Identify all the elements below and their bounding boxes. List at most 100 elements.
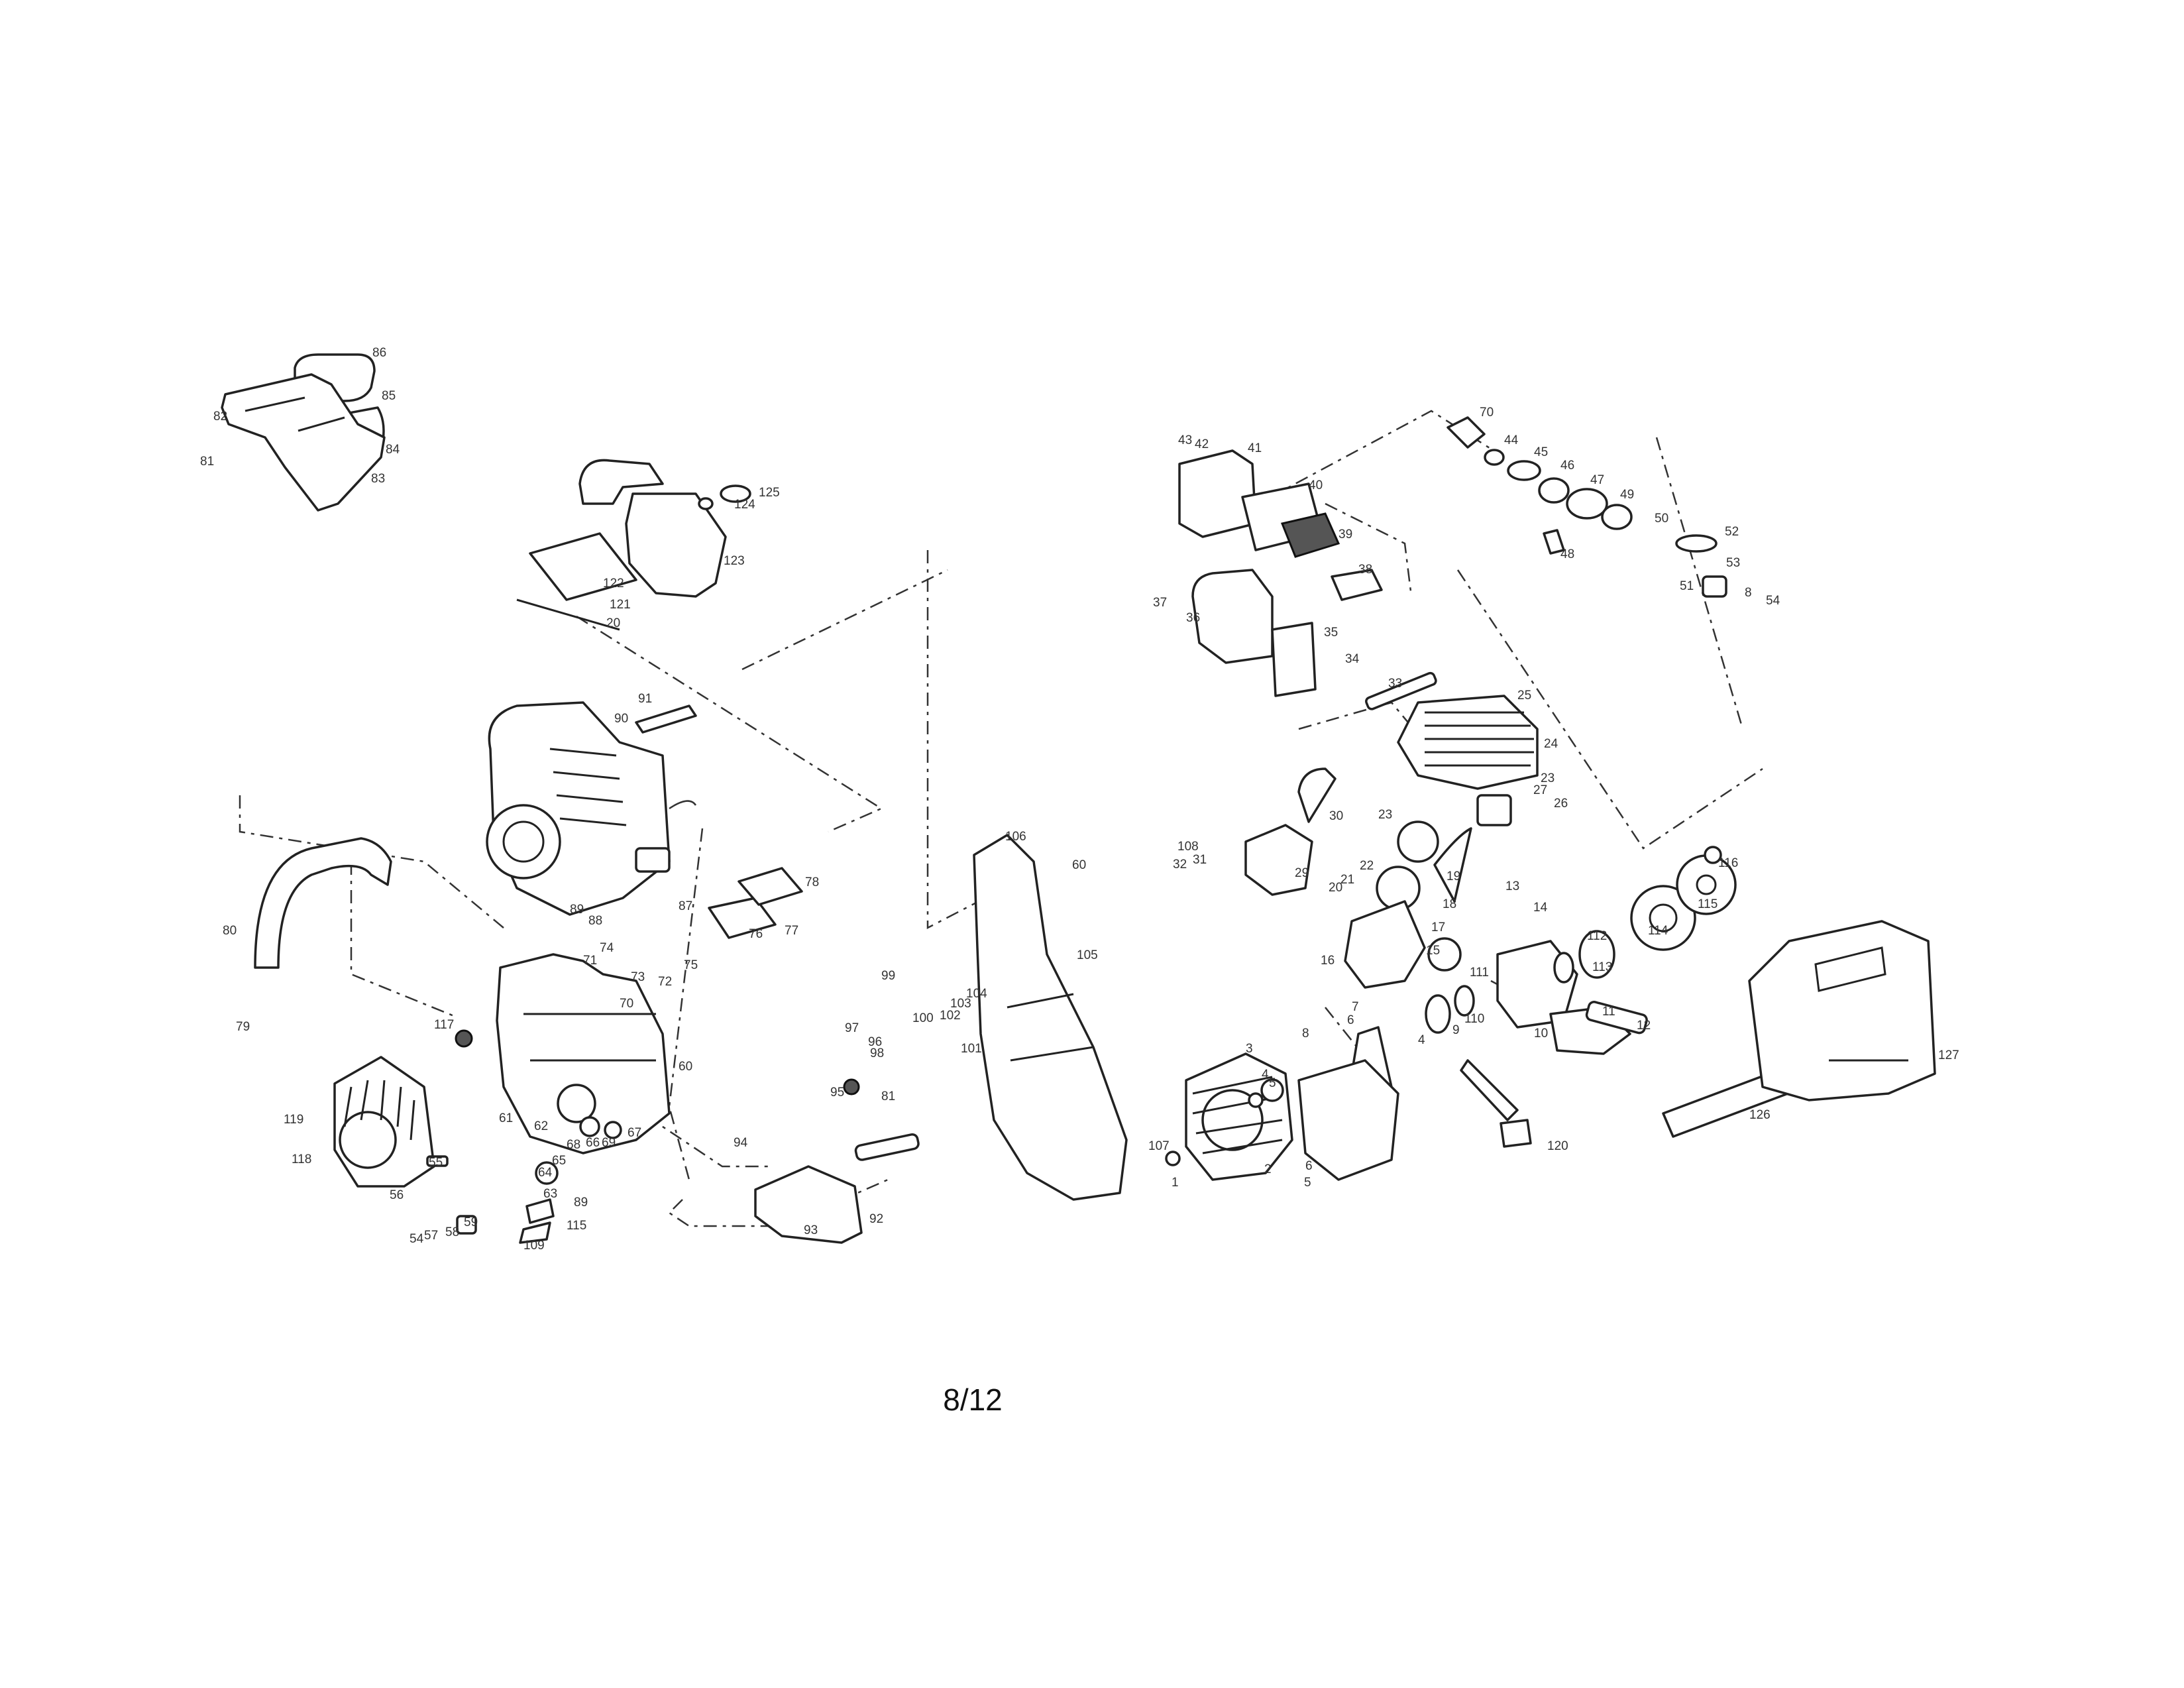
callout-91: 91 xyxy=(638,692,652,706)
callout-54: 54 xyxy=(410,1232,424,1246)
callout-4-b: 4 xyxy=(1418,1033,1425,1047)
callout-6-b: 6 xyxy=(1305,1159,1313,1173)
callout-20: 20 xyxy=(606,616,620,630)
callout-21: 21 xyxy=(1340,873,1354,887)
callout-40: 40 xyxy=(1309,478,1323,492)
callout-69: 69 xyxy=(602,1136,616,1150)
callout-68: 68 xyxy=(567,1138,580,1152)
callout-88: 88 xyxy=(588,914,602,928)
callout-112: 112 xyxy=(1587,929,1607,943)
callout-8-b: 8 xyxy=(1745,586,1752,600)
callout-49: 49 xyxy=(1620,488,1634,502)
carburetor-box xyxy=(1244,767,1337,896)
callout-13: 13 xyxy=(1505,879,1519,893)
callout-20-b: 20 xyxy=(1329,881,1342,895)
starter-housing xyxy=(333,1056,435,1188)
callout-122: 122 xyxy=(603,577,624,591)
callout-100: 100 xyxy=(912,1011,934,1025)
callout-82: 82 xyxy=(213,410,227,423)
callout-98: 98 xyxy=(870,1046,884,1060)
callout-23: 23 xyxy=(1541,771,1555,785)
callout-94: 94 xyxy=(734,1136,748,1150)
callout-93: 93 xyxy=(804,1223,818,1237)
callout-9: 9 xyxy=(1452,1023,1460,1037)
callout-55: 55 xyxy=(429,1156,443,1170)
callout-124: 124 xyxy=(734,498,755,512)
callout-120: 120 xyxy=(1547,1139,1568,1153)
callout-67: 67 xyxy=(628,1126,641,1140)
callout-26: 26 xyxy=(1554,797,1568,811)
callout-29: 29 xyxy=(1295,866,1309,880)
callout-36: 36 xyxy=(1186,611,1200,625)
callout-25: 25 xyxy=(1517,689,1531,703)
callout-51: 51 xyxy=(1680,579,1694,593)
callout-78: 78 xyxy=(805,875,819,889)
callout-45: 45 xyxy=(1534,445,1548,459)
callout-118: 118 xyxy=(292,1153,311,1166)
callout-52: 52 xyxy=(1725,525,1739,539)
callout-81-b: 81 xyxy=(881,1090,895,1103)
callout-16: 16 xyxy=(1321,954,1335,968)
callout-72: 72 xyxy=(658,975,672,989)
fuel-pump-chain xyxy=(1447,416,1727,598)
clutch-cover xyxy=(754,1078,920,1244)
callout-39: 39 xyxy=(1338,528,1352,541)
callout-59: 59 xyxy=(464,1215,478,1229)
front-handle-bar xyxy=(254,837,392,969)
callout-119: 119 xyxy=(284,1113,303,1127)
small-hardware-left xyxy=(426,1116,622,1244)
callout-32: 32 xyxy=(1173,858,1187,872)
callout-15: 15 xyxy=(1426,944,1440,958)
callout-96: 96 xyxy=(868,1035,882,1049)
callout-101: 101 xyxy=(961,1042,982,1056)
page-number: 8/12 xyxy=(943,1382,1003,1417)
callout-108: 108 xyxy=(1177,840,1199,854)
oil-pump-group xyxy=(1425,930,1648,1055)
callout-89-b: 89 xyxy=(574,1196,588,1210)
callout-99: 99 xyxy=(881,969,895,983)
callout-85: 85 xyxy=(382,389,396,403)
flywheel xyxy=(1165,1052,1293,1181)
callout-126: 126 xyxy=(1749,1108,1771,1122)
callout-58: 58 xyxy=(445,1225,459,1239)
callout-1: 1 xyxy=(1172,1176,1179,1190)
callout-95: 95 xyxy=(830,1086,844,1099)
callout-35: 35 xyxy=(1324,626,1338,640)
callout-79: 79 xyxy=(236,1020,250,1034)
clip-bracket xyxy=(708,867,803,939)
callout-50: 50 xyxy=(1655,512,1668,526)
callout-90: 90 xyxy=(614,712,628,726)
muffler-shroud xyxy=(1178,449,1383,697)
callout-109: 109 xyxy=(523,1239,545,1253)
clutch-drum xyxy=(1630,846,1737,951)
callout-19: 19 xyxy=(1447,870,1460,883)
callout-66: 66 xyxy=(586,1136,600,1150)
callout-74: 74 xyxy=(600,941,614,955)
callout-86: 86 xyxy=(372,346,386,360)
callout-63: 63 xyxy=(543,1187,557,1201)
callout-3: 3 xyxy=(1246,1042,1253,1056)
callout-123: 123 xyxy=(724,554,745,568)
callout-76: 76 xyxy=(749,927,763,941)
callout-116: 116 xyxy=(1718,856,1738,870)
callout-115: 115 xyxy=(567,1219,586,1233)
callout-70-b: 70 xyxy=(1480,406,1494,420)
callout-77: 77 xyxy=(785,924,798,938)
callout-102: 102 xyxy=(940,1009,961,1023)
callout-56: 56 xyxy=(390,1188,404,1202)
callout-107: 107 xyxy=(1148,1139,1170,1153)
callout-22: 22 xyxy=(1360,859,1374,873)
callout-81: 81 xyxy=(200,455,214,469)
callout-8: 8 xyxy=(1302,1027,1309,1041)
callout-27: 27 xyxy=(1533,783,1547,797)
assembly-lead-lines xyxy=(239,410,1763,1227)
callout-97: 97 xyxy=(845,1021,859,1035)
callout-61: 61 xyxy=(499,1111,513,1125)
callout-6: 6 xyxy=(1347,1013,1354,1027)
callout-104: 104 xyxy=(966,987,987,1001)
callout-110: 110 xyxy=(1464,1012,1484,1026)
callout-5: 5 xyxy=(1269,1076,1276,1090)
callout-53: 53 xyxy=(1726,556,1740,570)
callout-103: 103 xyxy=(950,997,971,1011)
